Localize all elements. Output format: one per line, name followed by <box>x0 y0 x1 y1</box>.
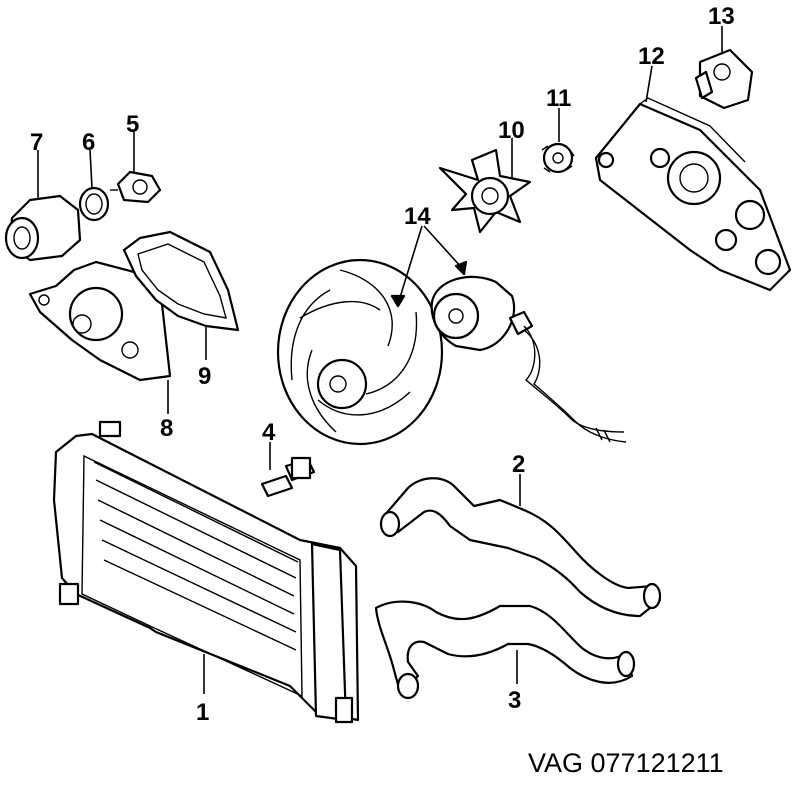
part-14-fan-assembly <box>276 225 627 446</box>
part-6-ring <box>78 149 110 222</box>
callout-1: 1 <box>196 699 209 726</box>
catalog-reference: VAG 077121211 <box>528 748 724 778</box>
callout-8: 8 <box>160 415 173 442</box>
callout-13: 13 <box>708 3 735 30</box>
callout-14: 14 <box>404 203 431 230</box>
part-11-pulley <box>541 108 575 174</box>
part-2-hose <box>379 474 662 618</box>
callout-3: 3 <box>508 687 521 714</box>
part-1-radiator <box>52 420 360 724</box>
callout-11: 11 <box>546 85 571 112</box>
part-12-bracket <box>594 65 792 292</box>
callout-7: 7 <box>30 129 43 156</box>
callout-4: 4 <box>262 419 276 446</box>
part-7-housing <box>4 150 82 262</box>
callout-12: 12 <box>638 43 665 70</box>
part-5-thermostat <box>110 132 162 204</box>
callout-6: 6 <box>82 129 95 156</box>
part-8-water-pump <box>28 260 172 414</box>
part-3-hose <box>374 600 636 700</box>
callout-10: 10 <box>498 117 525 144</box>
callout-9: 9 <box>198 363 211 390</box>
callout-2: 2 <box>512 451 525 478</box>
callout-5: 5 <box>126 111 139 138</box>
part-10-fan-blade <box>438 138 532 234</box>
part-13-sensor <box>694 26 754 110</box>
part-4-temp-sensor <box>260 442 316 498</box>
part-9-gasket <box>122 230 240 360</box>
